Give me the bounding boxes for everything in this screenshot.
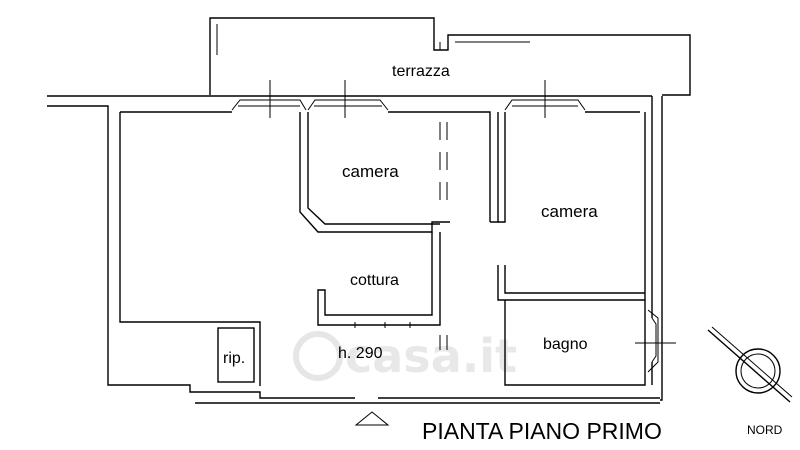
- bathroom-window: [635, 309, 676, 373]
- bedroom-1-label: camera: [342, 162, 399, 181]
- bedroom-1-walls: [299, 111, 499, 233]
- terrace-walls: [209, 17, 691, 96]
- kitchen-label: cottura: [350, 272, 399, 289]
- watermark-logo: casa.it: [293, 329, 517, 383]
- storage-walls: [217, 327, 255, 383]
- compass-icon: [707, 326, 793, 403]
- watermark-text: casa.it: [345, 329, 517, 383]
- window-right: [504, 80, 586, 118]
- storage-label: rip.: [223, 350, 245, 367]
- bathroom-label: bagno: [543, 336, 588, 353]
- compass-label: NORD: [747, 423, 783, 437]
- terrace-label: terrazza: [392, 63, 450, 80]
- entrance-arrow-icon: [354, 411, 390, 426]
- window-center: [307, 80, 389, 118]
- kitchen-walls: [317, 232, 441, 328]
- sliding-door: [439, 122, 448, 350]
- ceiling-height-label: h. 290: [338, 345, 383, 362]
- bedroom-2-label: camera: [541, 202, 598, 221]
- window-left: [231, 80, 307, 118]
- plan-title: PIANTA PIANO PRIMO: [422, 418, 662, 444]
- outer-walls: [47, 95, 663, 404]
